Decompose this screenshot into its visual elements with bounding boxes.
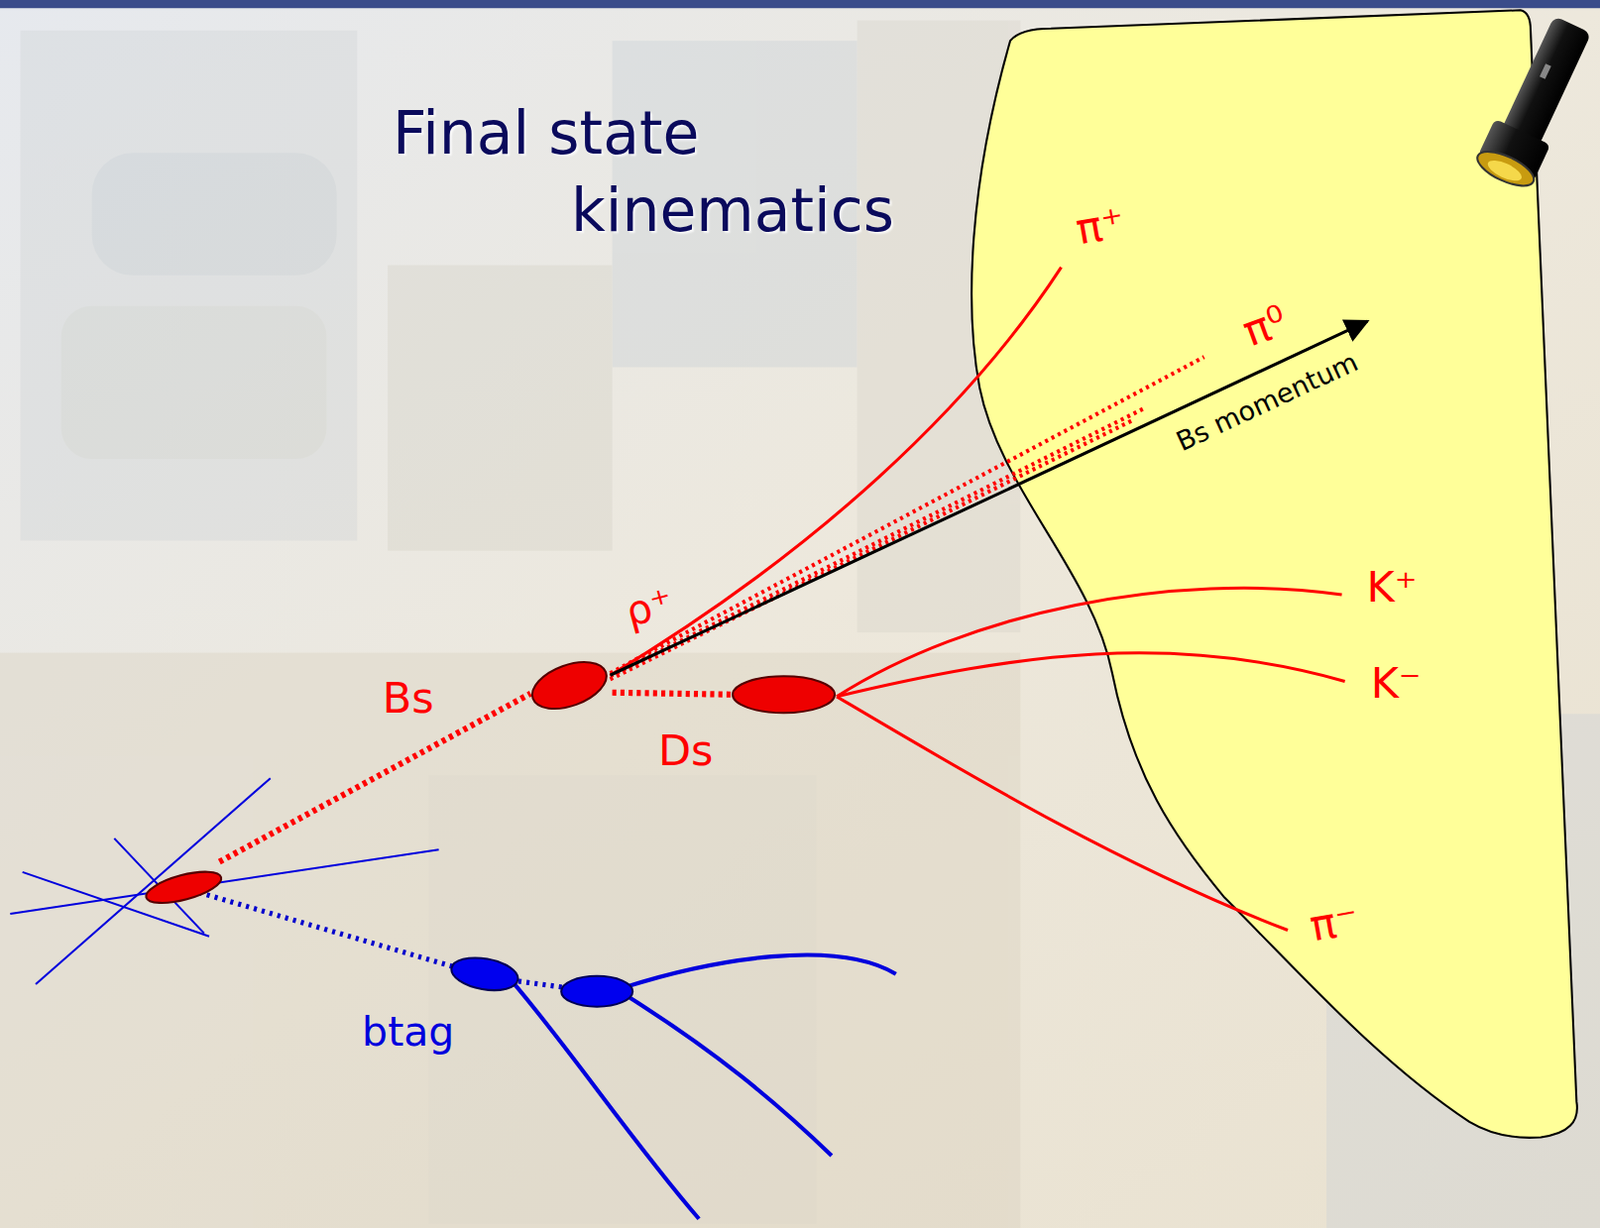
bs-vertex [526,653,614,718]
particle-label: ρ⁺ [620,581,678,634]
charged-tracks [610,267,1346,931]
particle-label: Bs [382,676,435,719]
top-bar [0,0,1600,8]
btag-secondary-vertex [561,976,633,1008]
bs-flight [219,693,531,863]
ds-flight [612,692,736,695]
ds-vertex [732,676,835,713]
particle-label: K⁻ [1371,662,1422,705]
primary-vertex [142,865,225,910]
btag-tracks [510,955,897,1220]
slide-title: Final state kinematics [392,94,988,249]
btag-flight [199,892,455,967]
particle-label: btag [361,1012,455,1053]
btag-flight [518,981,564,988]
flashlight-beam [971,9,1578,1139]
particle-label: π⁻ [1307,898,1363,949]
particle-label: K⁺ [1367,565,1418,608]
neutral-pion-paths [610,356,1205,680]
particle-label: π⁺ [1072,201,1128,252]
btag-vertex [449,953,521,996]
particle-label: Ds [658,729,714,773]
flashlight-icon [1473,11,1600,194]
momentum-arrow [610,321,1369,676]
underlying-tracks [9,778,439,985]
